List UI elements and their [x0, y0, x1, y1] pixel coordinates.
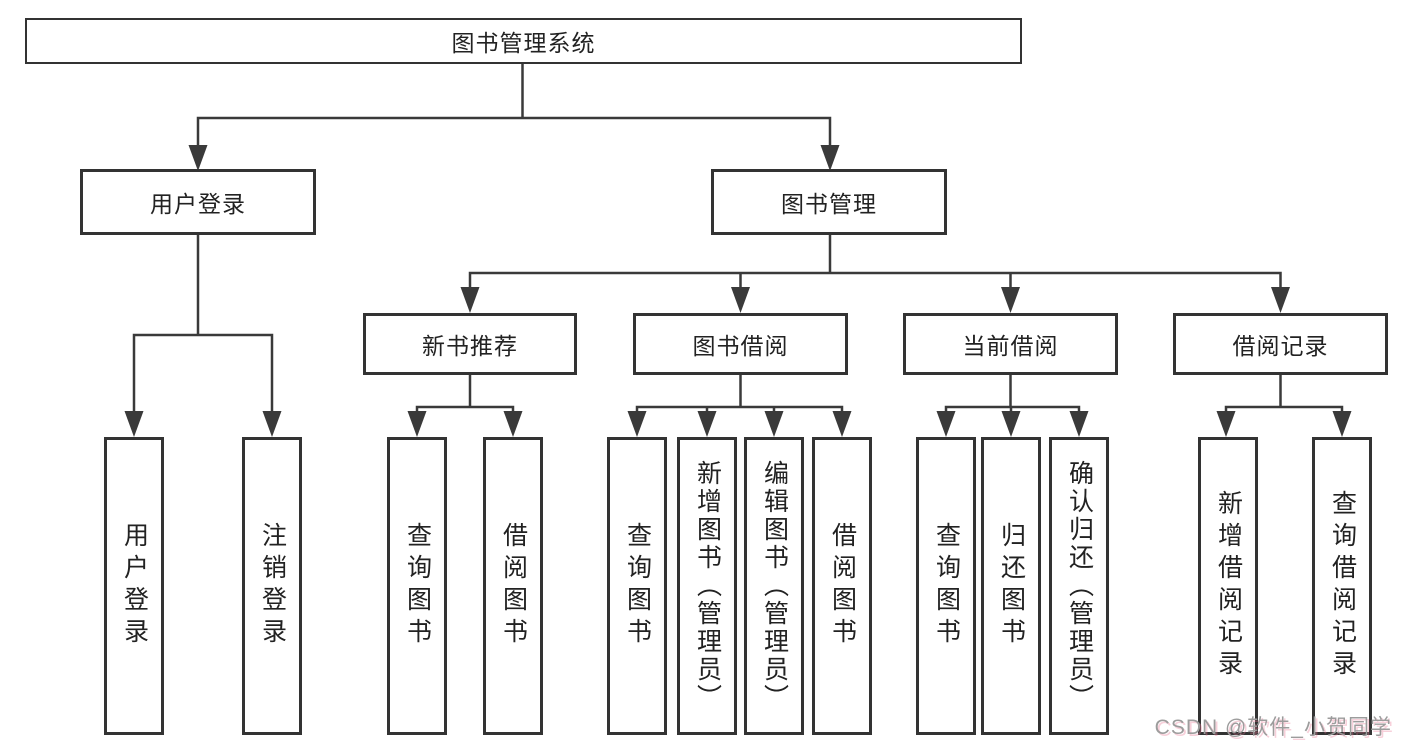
node-label: 图书借阅 [692, 333, 789, 359]
connector-book-mgmt-to-level3 [460, 233, 1290, 313]
node-current-borrowing: 当前借阅 [903, 313, 1118, 375]
leaf-query-book-recommend: 查询图书 [387, 437, 447, 735]
node-label: 借阅图书 [499, 522, 528, 650]
node-label: 图书管理系统 [451, 30, 596, 56]
node-label: 新书推荐 [422, 333, 518, 359]
node-label: 用户登录 [120, 522, 149, 650]
node-label: 借阅图书 [828, 522, 857, 650]
leaf-add-book-admin: 新增图书（管理员） [677, 437, 737, 735]
leaf-query-borrow-record: 查询借阅记录 [1312, 437, 1372, 735]
node-label: 用户登录 [150, 191, 246, 217]
node-label: 当前借阅 [962, 333, 1059, 359]
node-label: 图书管理 [781, 191, 877, 217]
leaf-query-book-current: 查询图书 [916, 437, 976, 735]
leaf-return-book: 归还图书 [981, 437, 1041, 735]
connector-user-login-to-leaves [124, 233, 282, 437]
node-label: 查询借阅记录 [1328, 490, 1357, 682]
connector-root-to-level2 [188, 62, 840, 171]
leaf-edit-book-admin: 编辑图书（管理员） [744, 437, 804, 735]
node-library-management-system: 图书管理系统 [25, 18, 1022, 64]
leaf-borrow-book: 借阅图书 [812, 437, 872, 735]
node-label: 新增借阅记录 [1214, 490, 1243, 682]
leaf-logout: 注销登录 [242, 437, 302, 735]
leaf-add-borrow-record: 新增借阅记录 [1198, 437, 1258, 735]
node-label: 注销登录 [258, 522, 287, 650]
leaf-confirm-return-admin: 确认归还（管理员） [1049, 437, 1109, 735]
connector-book-borrow-to-leaves [627, 373, 852, 437]
node-book-borrowing: 图书借阅 [633, 313, 848, 375]
node-label: 确认归还（管理员） [1065, 460, 1094, 712]
node-user-login: 用户登录 [80, 169, 316, 235]
node-label: 新增图书（管理员） [693, 460, 722, 712]
node-book-management: 图书管理 [711, 169, 947, 235]
node-label: 编辑图书（管理员） [760, 460, 789, 712]
leaf-borrow-book-recommend: 借阅图书 [483, 437, 543, 735]
node-label: 查询图书 [403, 522, 432, 650]
node-label: 借阅记录 [1232, 333, 1329, 359]
leaf-query-book-borrow: 查询图书 [607, 437, 667, 735]
connector-borrow-record-to-leaves [1216, 373, 1352, 437]
csdn-watermark: CSDN @软件_小贺同学 [1154, 716, 1392, 739]
node-label: 查询图书 [932, 522, 961, 650]
connector-new-book-to-leaves [407, 373, 523, 437]
leaf-user-login: 用户登录 [104, 437, 164, 735]
node-new-book-recommend: 新书推荐 [363, 313, 577, 375]
node-borrowing-records: 借阅记录 [1173, 313, 1388, 375]
node-label: 查询图书 [623, 522, 652, 650]
connector-current-borrow-to-leaves [936, 373, 1089, 437]
node-label: 归还图书 [997, 522, 1026, 650]
